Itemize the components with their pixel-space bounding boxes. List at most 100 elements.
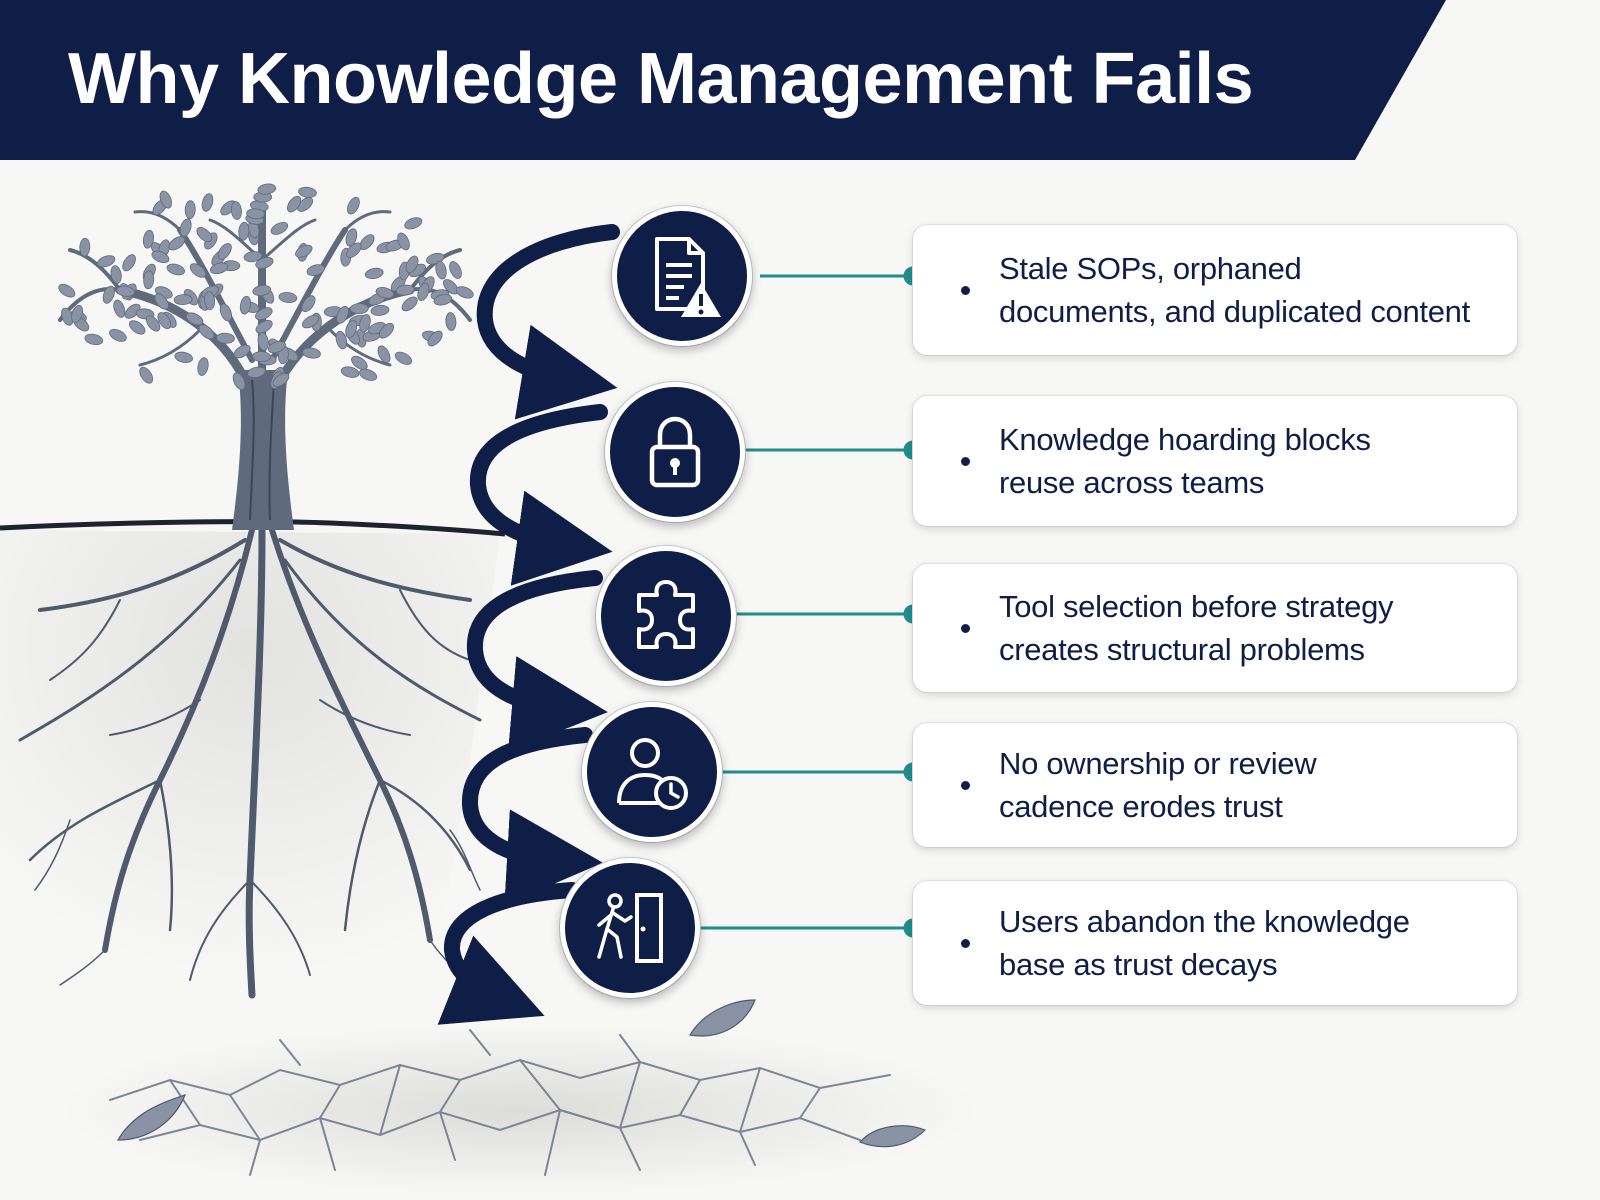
leaf xyxy=(185,312,204,326)
bullet-point xyxy=(961,938,970,948)
soil xyxy=(0,519,506,1000)
leaf xyxy=(157,312,172,330)
leaf xyxy=(174,351,193,363)
step-1-text-line-1: Stale SOPs, orphaned xyxy=(999,251,1302,286)
leaf xyxy=(401,296,418,312)
leaf xyxy=(427,330,443,347)
step-2-card: Knowledge hoarding blocks reuse across t… xyxy=(913,396,1517,526)
step-4-text-line-1: No ownership or review xyxy=(999,746,1317,781)
illustration xyxy=(0,183,980,1195)
step-1-icon-circle xyxy=(612,206,752,346)
leaf xyxy=(252,284,272,297)
leaf xyxy=(216,332,235,344)
leaf xyxy=(394,351,413,365)
leaf xyxy=(301,295,316,313)
puzzle-piece-icon xyxy=(637,580,695,649)
bullet-point xyxy=(961,456,970,466)
step-3-card: Tool selection before strategy creates s… xyxy=(913,564,1517,692)
leaf xyxy=(345,320,358,339)
leaf xyxy=(375,287,394,299)
leaf xyxy=(435,260,447,280)
page-title: Why Knowledge Management Fails xyxy=(68,39,1254,119)
leaf xyxy=(201,193,214,212)
leaf xyxy=(247,366,266,378)
leaf xyxy=(257,332,269,351)
leaf xyxy=(84,333,104,346)
leaf xyxy=(397,232,410,251)
tree-trunk xyxy=(232,370,294,530)
leaf xyxy=(122,254,136,272)
leaf xyxy=(151,250,170,264)
leaf xyxy=(417,282,430,301)
leaf xyxy=(196,227,213,243)
step-3-text-line-2: creates structural problems xyxy=(999,632,1365,667)
header-banner: Why Knowledge Management Fails xyxy=(0,0,1600,160)
step-2-icon-circle xyxy=(605,382,745,522)
leaf xyxy=(232,372,246,391)
leaf xyxy=(302,314,320,329)
step-1-card: Stale SOPs, orphaned documents, and dupl… xyxy=(913,225,1517,355)
person-exit-door-icon xyxy=(597,893,663,963)
step-5-text-line-2: base as trust decays xyxy=(999,947,1278,982)
leaf xyxy=(340,366,360,378)
leaf xyxy=(142,229,155,249)
leaf xyxy=(395,284,415,296)
leaf xyxy=(255,256,274,269)
leaf xyxy=(359,314,371,333)
leaf xyxy=(345,228,358,247)
leaf xyxy=(351,355,368,370)
step-1-text: Stale SOPs, orphaned documents, and dupl… xyxy=(999,247,1470,333)
leaf xyxy=(347,196,360,215)
leaf xyxy=(359,368,378,381)
step-4-card: No ownership or review cadence erodes tr… xyxy=(913,723,1517,847)
fallen-leaves xyxy=(116,999,927,1148)
bullet-point xyxy=(961,623,970,633)
leaf xyxy=(230,201,242,220)
padlock-icon xyxy=(649,416,701,488)
leaf xyxy=(109,329,127,342)
leaf xyxy=(139,366,154,384)
bullet-point xyxy=(961,780,970,790)
leaf xyxy=(378,322,395,339)
leaf xyxy=(239,295,252,315)
leaf xyxy=(255,307,273,321)
step-2-text: Knowledge hoarding blocks reuse across t… xyxy=(999,418,1371,504)
leaf xyxy=(166,263,185,276)
leaf xyxy=(252,351,271,363)
step-2-text-line-1: Knowledge hoarding blocks xyxy=(999,422,1371,457)
leaf xyxy=(377,345,391,364)
leaf xyxy=(209,262,229,275)
leaf xyxy=(267,341,286,354)
document-warning-icon xyxy=(655,237,721,317)
leaf xyxy=(198,324,215,340)
step-3-icon-circle xyxy=(596,546,736,686)
step-5-icon-circle xyxy=(560,858,700,998)
leaf xyxy=(129,320,146,335)
leaf xyxy=(58,283,76,298)
flow-arrows xyxy=(437,224,620,1025)
leaf xyxy=(255,319,273,334)
step-4-icon-circle xyxy=(582,702,722,842)
leaf xyxy=(217,243,232,260)
leaf xyxy=(173,294,193,306)
tree-leaves xyxy=(58,183,474,391)
leaf xyxy=(79,237,91,257)
leaf xyxy=(433,294,453,306)
leaf xyxy=(257,183,277,195)
leaf xyxy=(154,293,169,310)
leaf xyxy=(219,303,232,322)
person-clock-icon xyxy=(617,738,688,810)
leaf xyxy=(336,305,349,324)
leaf xyxy=(116,285,135,297)
leaf xyxy=(110,265,122,284)
step-4-text: No ownership or review cadence erodes tr… xyxy=(999,742,1317,828)
leaf xyxy=(71,304,84,324)
leaf xyxy=(243,251,263,263)
leaf xyxy=(204,291,216,310)
leaf xyxy=(346,242,362,258)
leaf xyxy=(455,286,474,299)
leaf xyxy=(278,292,298,303)
leaf xyxy=(145,315,161,332)
leaf xyxy=(335,330,348,350)
leaf xyxy=(124,303,141,319)
